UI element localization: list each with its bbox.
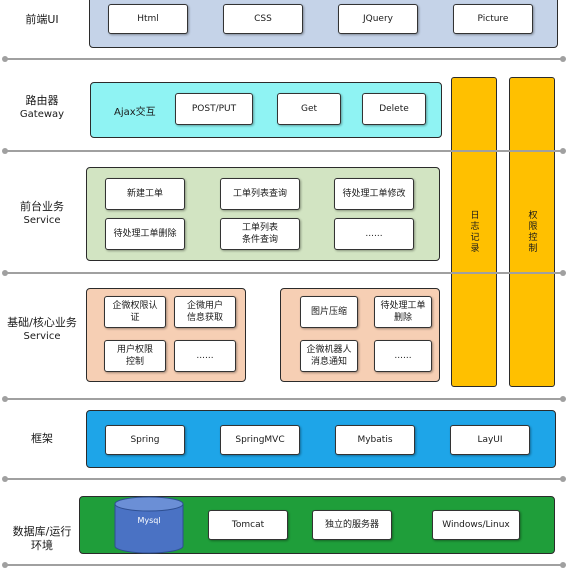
spring-label: Spring [130, 435, 160, 445]
ticket-conditional-query-label: 工单列表 条件查询 [241, 223, 278, 245]
standalone-server-label: 独立的服务器 [324, 520, 379, 530]
service-sublabel: Service [23, 215, 61, 226]
post-put-box[interactable]: POST/PUT [175, 93, 253, 125]
permission-bar[interactable]: 权限控制 [509, 77, 555, 387]
mybatis-box[interactable]: Mybatis [335, 425, 415, 455]
css-box[interactable]: CSS [223, 4, 303, 34]
runtime-row-label: 数据库/运行 环境 [0, 511, 84, 553]
image-compress-label: 图片压缩 [310, 307, 347, 317]
wecom-bot-notify-box[interactable]: 企微机器人 消息通知 [300, 340, 358, 372]
post-put-label: POST/PUT [191, 104, 237, 114]
framework-label: 框架 [31, 432, 53, 445]
gateway-sublabel: Gateway [19, 109, 65, 120]
mysql-label: Mysql [137, 516, 161, 525]
html-label: Html [137, 14, 159, 24]
ajax-label: Ajax交互 [114, 107, 156, 118]
picture-label: Picture [477, 14, 509, 24]
create-ticket-label: 新建工单 [126, 189, 163, 199]
core-ticket-delete-label: 待处理工单 删除 [380, 301, 426, 323]
pending-ticket-edit-box[interactable]: 待处理工单修改 [334, 178, 414, 210]
tomcat-label: Tomcat [231, 520, 265, 530]
mysql-database[interactable]: Mysql [114, 496, 184, 554]
gateway-label: 路由器 [25, 94, 59, 107]
layui-label: LayUI [477, 435, 503, 445]
layui-box[interactable]: LayUI [450, 425, 530, 455]
permission-label: 权限控制 [526, 210, 537, 254]
core-left-more-box[interactable]: ...... [174, 340, 236, 372]
picture-box[interactable]: Picture [453, 4, 533, 34]
core-ticket-delete-box[interactable]: 待处理工单 删除 [374, 296, 432, 328]
runtime-label: 数据库/运行 环境 [12, 525, 72, 552]
core-right-more-label: ...... [394, 351, 412, 361]
user-permission-label: 用户权限 控制 [116, 345, 153, 367]
delete-label: Delete [379, 104, 409, 114]
jquery-box[interactable]: JQuery [338, 4, 418, 34]
os-label: Windows/Linux [442, 520, 510, 530]
ticket-list-query-box[interactable]: 工单列表查询 [220, 178, 300, 210]
framework-row-label: 框架 [0, 432, 84, 446]
service-more-box[interactable]: ...... [334, 218, 414, 250]
wecom-bot-notify-label: 企微机器人 消息通知 [306, 345, 352, 367]
database-cylinder-icon [114, 496, 184, 554]
create-ticket-box[interactable]: 新建工单 [105, 178, 185, 210]
delete-box[interactable]: Delete [362, 93, 426, 125]
log-label: 日志记录 [468, 210, 479, 254]
service-row-label: 前台业务 Service [0, 200, 84, 228]
frontend-row-label: 前端UI [0, 13, 84, 27]
gateway-row-label: 路由器 Gateway [0, 94, 84, 122]
core-row-label: 基础/核心业务 Service [0, 316, 84, 344]
image-compress-box[interactable]: 图片压缩 [300, 296, 358, 328]
separator-6 [2, 562, 566, 568]
tomcat-box[interactable]: Tomcat [208, 510, 288, 540]
mybatis-label: Mybatis [357, 435, 393, 445]
ticket-list-query-label: 工单列表查询 [232, 189, 287, 199]
wecom-auth-box[interactable]: 企微权限认 证 [104, 296, 166, 328]
separator-2 [2, 148, 566, 154]
wecom-user-info-box[interactable]: 企微用户 信息获取 [174, 296, 236, 328]
core-left-more-label: ...... [196, 351, 214, 361]
get-label: Get [300, 104, 318, 114]
service-label: 前台业务 [20, 200, 64, 213]
pending-ticket-edit-label: 待处理工单修改 [342, 189, 406, 199]
ticket-conditional-query-box[interactable]: 工单列表 条件查询 [220, 218, 300, 250]
separator-5 [2, 476, 566, 482]
springmvc-box[interactable]: SpringMVC [220, 425, 300, 455]
os-box[interactable]: Windows/Linux [432, 510, 520, 540]
wecom-user-info-label: 企微用户 信息获取 [186, 301, 223, 323]
get-box[interactable]: Get [277, 93, 341, 125]
pending-ticket-delete-label: 待处理工单删除 [113, 229, 177, 239]
separator-1 [2, 56, 566, 62]
user-permission-box[interactable]: 用户权限 控制 [104, 340, 166, 372]
css-label: CSS [254, 14, 272, 24]
service-more-label: ...... [365, 229, 383, 239]
jquery-label: JQuery [362, 14, 393, 24]
log-bar[interactable]: 日志记录 [451, 77, 497, 387]
pending-ticket-delete-box[interactable]: 待处理工单删除 [105, 218, 185, 250]
springmvc-label: SpringMVC [235, 435, 285, 445]
core-sublabel: Service [23, 331, 61, 342]
standalone-server-box[interactable]: 独立的服务器 [312, 510, 392, 540]
spring-box[interactable]: Spring [105, 425, 185, 455]
separator-4 [2, 396, 566, 402]
core-label: 基础/核心业务 [7, 316, 77, 329]
separator-3 [2, 270, 566, 276]
core-right-more-box[interactable]: ...... [374, 340, 432, 372]
frontend-label: 前端UI [25, 13, 59, 26]
html-box[interactable]: Html [108, 4, 188, 34]
wecom-auth-label: 企微权限认 证 [112, 301, 158, 323]
